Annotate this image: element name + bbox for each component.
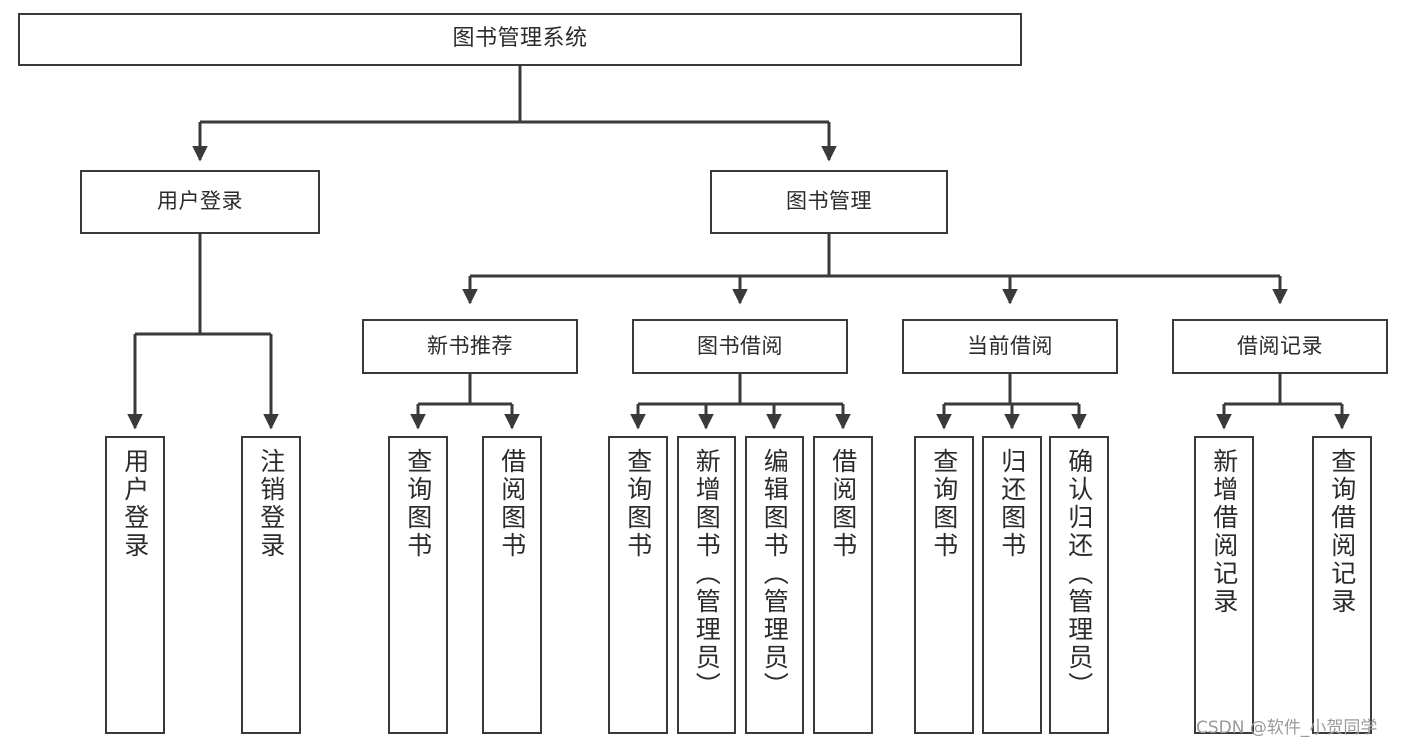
leaf-confirm-return-admin[interactable]: 确认归还（管理员） bbox=[1049, 436, 1109, 734]
leaf-edit-book-admin[interactable]: 编辑图书（管理员） bbox=[745, 436, 804, 734]
node-label: 借阅记录 bbox=[1237, 333, 1323, 358]
node-label: 查询图书 bbox=[403, 448, 433, 560]
csdn-watermark: CSDN @软件_小贺同学 bbox=[1196, 718, 1378, 738]
node-root-system[interactable]: 图书管理系统 bbox=[18, 13, 1022, 66]
node-label: 用户登录 bbox=[157, 189, 243, 214]
node-new-book-recommend[interactable]: 新书推荐 bbox=[362, 319, 578, 374]
node-label: 图书借阅 bbox=[697, 333, 783, 358]
node-label: 用户登录 bbox=[120, 448, 150, 560]
node-book-borrow[interactable]: 图书借阅 bbox=[632, 319, 848, 374]
leaf-add-book-admin[interactable]: 新增图书（管理员） bbox=[677, 436, 736, 734]
node-label: 查询图书 bbox=[623, 448, 653, 560]
node-label: 确认归还（管理员） bbox=[1064, 448, 1094, 700]
node-user-login[interactable]: 用户登录 bbox=[80, 170, 320, 234]
node-label: 查询图书 bbox=[929, 448, 959, 560]
leaf-borrow-book[interactable]: 借阅图书 bbox=[813, 436, 873, 734]
leaf-add-borrow-record[interactable]: 新增借阅记录 bbox=[1194, 436, 1254, 734]
leaf-query-borrow-record[interactable]: 查询借阅记录 bbox=[1312, 436, 1372, 734]
node-label: 借阅图书 bbox=[828, 448, 858, 560]
node-book-management[interactable]: 图书管理 bbox=[710, 170, 948, 234]
node-label: 借阅图书 bbox=[497, 448, 527, 560]
leaf-user-login[interactable]: 用户登录 bbox=[105, 436, 165, 734]
leaf-query-book-current[interactable]: 查询图书 bbox=[914, 436, 974, 734]
node-label: 注销登录 bbox=[256, 448, 286, 560]
node-label: 新书推荐 bbox=[427, 333, 513, 358]
node-current-borrow[interactable]: 当前借阅 bbox=[902, 319, 1118, 374]
leaf-logout[interactable]: 注销登录 bbox=[241, 436, 301, 734]
node-label: 图书管理 bbox=[786, 189, 872, 214]
leaf-return-book[interactable]: 归还图书 bbox=[982, 436, 1042, 734]
node-borrow-records[interactable]: 借阅记录 bbox=[1172, 319, 1388, 374]
node-label: 当前借阅 bbox=[967, 333, 1053, 358]
node-label: 归还图书 bbox=[997, 448, 1027, 560]
leaf-query-book-borrow[interactable]: 查询图书 bbox=[608, 436, 668, 734]
node-label: 新增借阅记录 bbox=[1209, 448, 1239, 616]
node-label: 查询借阅记录 bbox=[1327, 448, 1357, 616]
node-label: 图书管理系统 bbox=[452, 26, 588, 52]
node-label: 编辑图书（管理员） bbox=[760, 448, 790, 700]
leaf-borrow-book-recommend[interactable]: 借阅图书 bbox=[482, 436, 542, 734]
node-label: 新增图书（管理员） bbox=[692, 448, 722, 700]
leaf-query-book-recommend[interactable]: 查询图书 bbox=[388, 436, 448, 734]
